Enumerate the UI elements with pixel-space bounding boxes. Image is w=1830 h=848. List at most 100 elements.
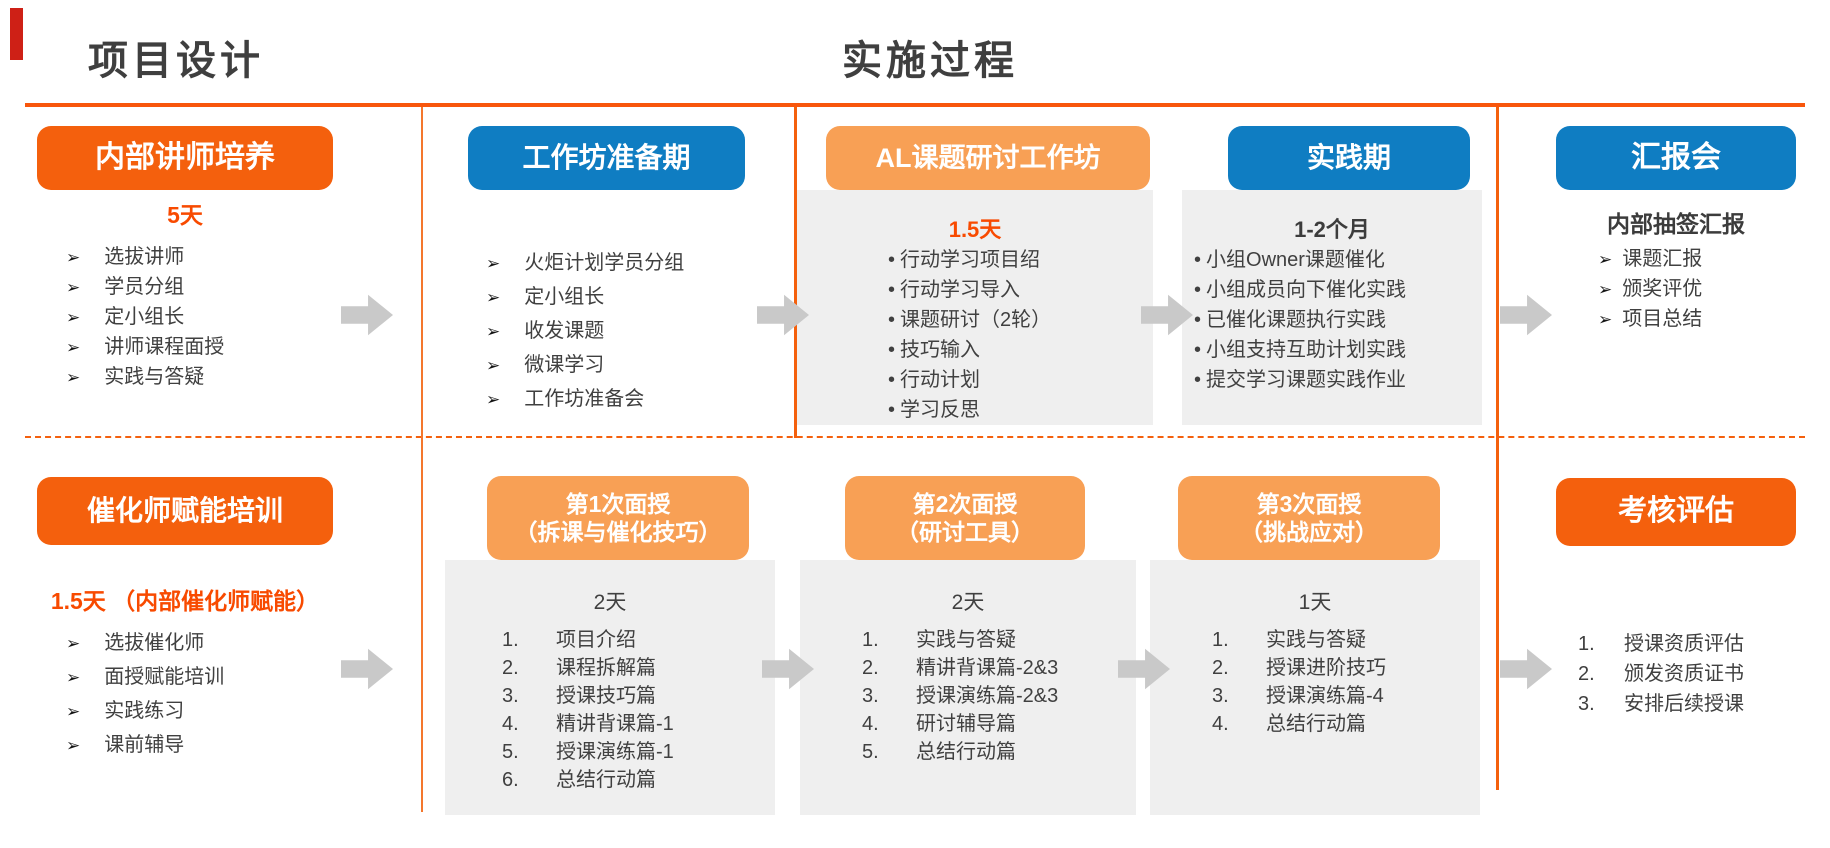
list-item: 实践与答疑 <box>1212 629 1366 651</box>
box-title: 汇报会 <box>1631 140 1721 174</box>
session2-box: 第2次面授 （研讨工具） <box>845 476 1085 560</box>
session1-duration: 2天 <box>593 591 627 614</box>
dot-bullet-icon: • <box>1194 249 1202 271</box>
arrow-bullet-icon: ➢ <box>1598 280 1613 299</box>
al-workshop-box: AL课题研讨工作坊 <box>826 126 1150 190</box>
al-workshop-list: •行动学习项目绍 •行动学习导入 •课题研讨（2轮） •技巧输入 •行动计划 •… <box>888 250 1051 430</box>
section-title-project-design: 项目设计 <box>88 39 264 83</box>
dot-bullet-icon: • <box>1194 309 1202 331</box>
flow-arrow-icon <box>1500 648 1552 690</box>
workshop-prep-box: 工作坊准备期 <box>468 126 745 190</box>
list-item-label: 项目总结 <box>1622 308 1703 330</box>
list-item: ➢微课学习 <box>486 354 684 377</box>
dot-bullet-icon: • <box>888 399 896 421</box>
box-title: 考核评估 <box>1617 495 1734 528</box>
list-item-label: 工作坊准备会 <box>524 388 645 410</box>
row-dashed-divider <box>25 436 1805 438</box>
list-item: ➢ 实践练习 <box>66 700 224 723</box>
facilitator-training-list: ➢ 选拔催化师 ➢ 面授赋能培训 ➢ 实践练习 ➢ 课前辅导 <box>66 632 224 768</box>
arrow-bullet-icon: ➢ <box>66 308 81 327</box>
box-title-line1: 第2次面授 <box>912 490 1018 517</box>
list-item: •提交学习课题实践作业 <box>1194 370 1406 391</box>
list-item-label: 定小组长 <box>524 286 605 308</box>
list-item-label: 学习反思 <box>900 399 981 421</box>
flow-arrow-icon <box>1500 294 1552 336</box>
list-item: ➢ 定小组长 <box>66 306 224 329</box>
red-accent-bar <box>10 8 23 60</box>
instructor-training-list: ➢ 选拔讲师 ➢学员分组 ➢ 定小组长 ➢讲师课程面授 ➢实践与答疑 <box>66 246 224 396</box>
dot-bullet-icon: • <box>1194 369 1202 391</box>
list-item: 总结行动篇 <box>1212 713 1366 735</box>
arrow-bullet-icon: ➢ <box>66 702 81 721</box>
list-item: 授课演练篇-1 <box>502 741 674 763</box>
list-item-label: 课题研讨（2轮） <box>900 309 1052 331</box>
flow-arrow-icon <box>341 648 393 690</box>
list-item: 授课演练篇-2&3 <box>862 685 1059 707</box>
list-item: •小组成员向下催化实践 <box>1194 280 1406 301</box>
list-item: ➢收发课题 <box>486 320 684 343</box>
practice-period-box: 实践期 <box>1228 126 1470 190</box>
box-title: AL课题研讨工作坊 <box>875 142 1101 173</box>
session2-duration: 2天 <box>951 591 985 614</box>
instructor-training-box: 内部讲师培养 <box>37 126 333 190</box>
list-item: ➢ 选拔催化师 <box>66 632 224 655</box>
list-item: 安排后续授课 <box>1578 693 1744 715</box>
list-item: 课程拆解篇 <box>502 657 656 679</box>
arrow-bullet-icon: ➢ <box>66 668 81 687</box>
header-divider-line <box>25 103 1805 107</box>
practice-period-list: •小组Owner课题催化 •小组成员向下催化实践 •已催化课题执行实践 •小组支… <box>1194 250 1406 400</box>
list-item: •小组Owner课题催化 <box>1194 250 1406 271</box>
list-item: •技巧输入 <box>888 340 1051 361</box>
list-item-label: 实践练习 <box>104 700 185 722</box>
list-item-label: 行动学习导入 <box>900 279 1021 301</box>
report-meeting-box: 汇报会 <box>1556 126 1796 190</box>
list-item-label: 面授赋能培训 <box>104 666 225 688</box>
list-item: ➢课题汇报 <box>1598 248 1702 271</box>
box-title-line2: （挑战应对） <box>1240 519 1378 545</box>
list-item: 颁发资质证书 <box>1578 663 1744 685</box>
report-meeting-subtitle: 内部抽签汇报 <box>1607 211 1745 237</box>
box-title-line2: （拆课与催化技巧） <box>514 519 722 545</box>
box-title-line1: 第1次面授 <box>565 490 671 517</box>
box-title-line2: （研讨工具） <box>896 519 1034 545</box>
list-item: ➢学员分组 <box>66 276 224 299</box>
dot-bullet-icon: • <box>1194 279 1202 301</box>
list-item-label: 技巧输入 <box>900 339 981 361</box>
list-item-label: 定小组长 <box>104 306 185 328</box>
al-workshop-duration: 1.5天 <box>948 217 1002 242</box>
arrow-bullet-icon: ➢ <box>66 248 81 267</box>
list-item: ➢实践与答疑 <box>66 366 224 389</box>
list-item: •小组支持互助计划实践 <box>1194 340 1406 361</box>
list-item: •行动学习导入 <box>888 280 1051 301</box>
assessment-box: 考核评估 <box>1556 478 1796 546</box>
list-item: 精讲背课篇-1 <box>502 713 674 735</box>
column-separator-3 <box>1496 107 1499 790</box>
list-item: ➢ 颁奖评优 <box>1598 278 1702 301</box>
list-item: 总结行动篇 <box>502 769 656 791</box>
list-item-label: 提交学习课题实践作业 <box>1206 369 1407 391</box>
list-item: ➢火炬计划学员分组 <box>486 252 684 275</box>
arrow-bullet-icon: ➢ <box>66 634 81 653</box>
arrow-bullet-icon: ➢ <box>66 338 81 357</box>
box-title: 工作坊准备期 <box>522 141 691 173</box>
facilitator-training-box: 催化师赋能培训 <box>37 477 333 545</box>
list-item-label: 已催化课题执行实践 <box>1206 309 1387 331</box>
flow-arrow-icon <box>341 294 393 336</box>
facilitator-training-duration: 1.5天 （内部催化师赋能） <box>50 588 320 614</box>
list-item: ➢讲师课程面授 <box>66 336 224 359</box>
list-item-label: 选拔催化师 <box>104 632 205 654</box>
box-title: 实践期 <box>1306 141 1391 173</box>
arrow-bullet-icon: ➢ <box>1598 250 1613 269</box>
column-separator-1 <box>421 107 423 812</box>
arrow-bullet-icon: ➢ <box>486 356 501 375</box>
list-item: ➢工作坊准备会 <box>486 388 684 411</box>
list-item-label: 颁奖评优 <box>1622 278 1703 300</box>
list-item-label: 选拔讲师 <box>104 246 185 268</box>
session2-list: 实践与答疑 精讲背课篇-2&3 授课演练篇-2&3 研讨辅导篇 总结行动篇 <box>862 630 1058 770</box>
column-separator-2 <box>794 107 797 438</box>
arrow-bullet-icon: ➢ <box>66 368 81 387</box>
list-item-label: 课前辅导 <box>104 734 185 756</box>
al-workshop-panel <box>797 190 1153 425</box>
arrow-bullet-icon: ➢ <box>66 736 81 755</box>
